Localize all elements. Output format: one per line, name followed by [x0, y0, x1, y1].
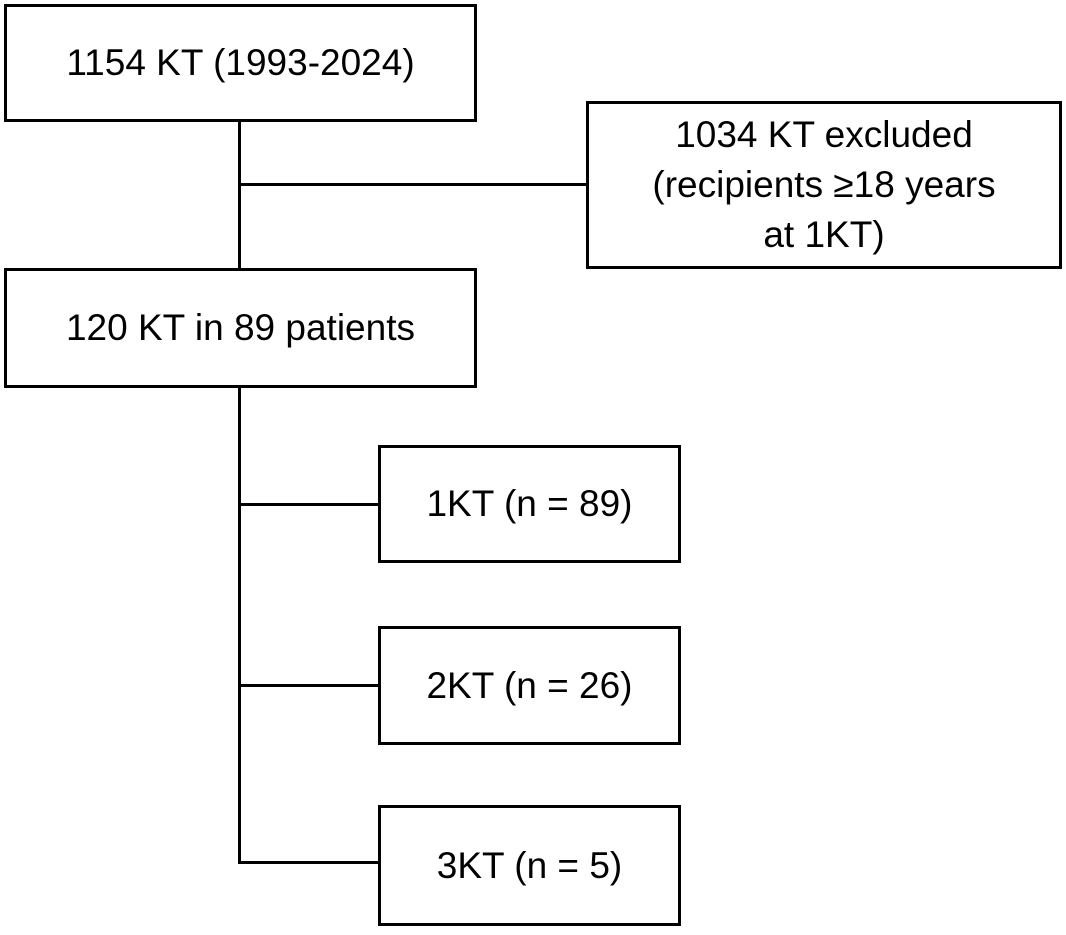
excluded-kt-line-1: 1034 KT excluded	[675, 114, 973, 155]
group-2kt-box: 2KT (n = 26)	[378, 626, 681, 745]
group-1kt-box: 1KT (n = 89)	[378, 445, 681, 563]
total-kt-box: 1154 KT (1993-2024)	[4, 4, 477, 122]
connector-arm-3kt	[238, 861, 379, 864]
total-kt-label: 1154 KT (1993-2024)	[66, 42, 415, 83]
included-kt-box: 120 KT in 89 patients	[4, 268, 477, 388]
connector-exclusion-arm	[238, 183, 587, 186]
excluded-kt-box: 1034 KT excluded (recipients ≥18 years a…	[586, 101, 1062, 269]
connector-top-vertical	[238, 121, 241, 269]
group-3kt-label: 3KT (n = 5)	[436, 844, 623, 886]
group-3kt-box: 3KT (n = 5)	[378, 805, 681, 926]
connector-main-vertical	[238, 387, 241, 864]
included-kt-label: 120 KT in 89 patients	[65, 307, 415, 348]
excluded-kt-line-2: (recipients ≥18 years	[652, 164, 996, 205]
connector-arm-1kt	[238, 503, 379, 506]
connector-arm-2kt	[238, 684, 379, 687]
excluded-kt-line-3: at 1KT)	[763, 214, 885, 255]
group-2kt-label: 2KT (n = 26)	[426, 664, 633, 706]
group-1kt-label: 1KT (n = 89)	[426, 483, 633, 524]
